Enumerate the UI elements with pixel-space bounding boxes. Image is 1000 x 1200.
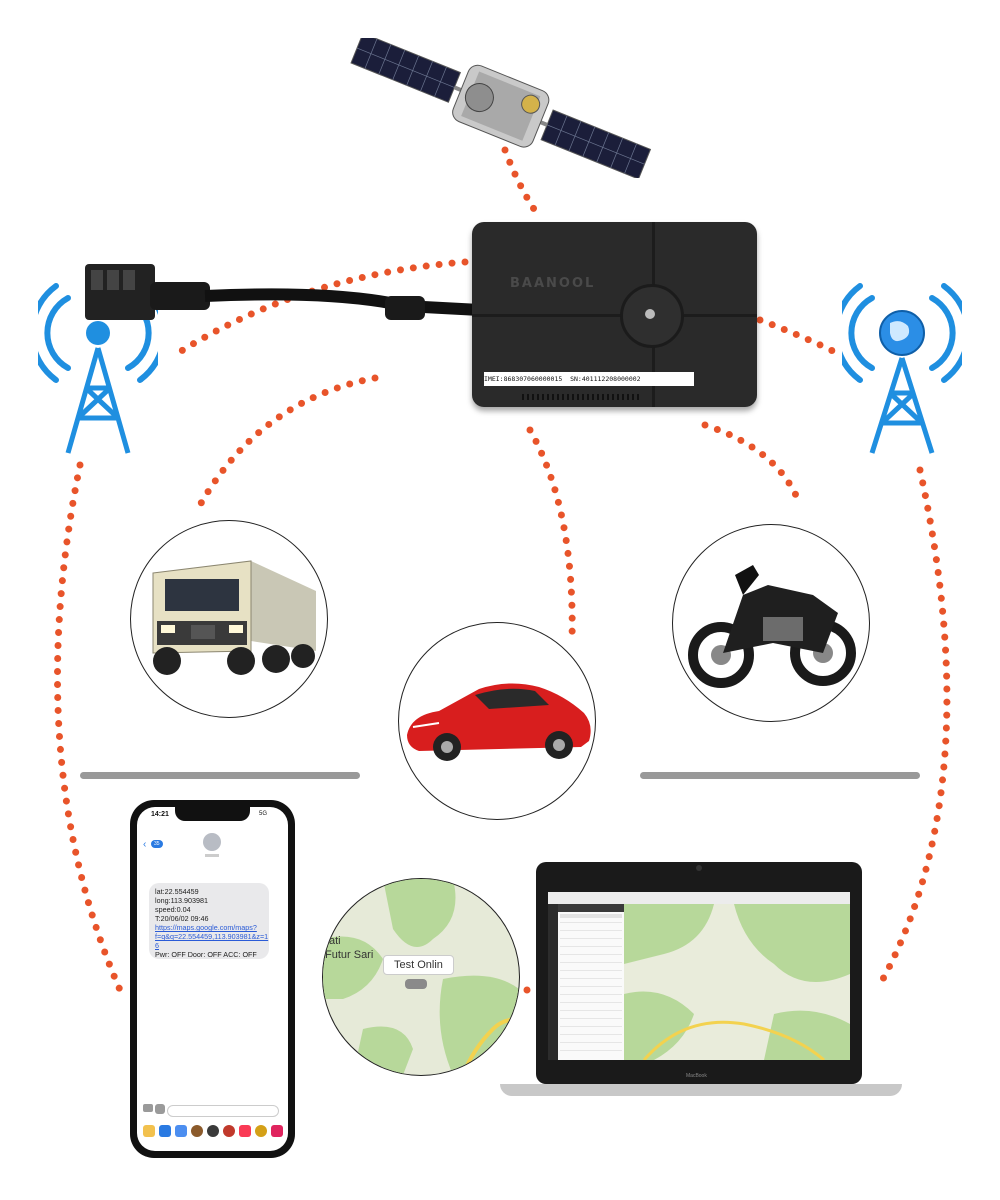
laptop-screen: [548, 892, 850, 1060]
dots-device-right-tower: [756, 316, 839, 356]
heart-app-icon[interactable]: [271, 1125, 283, 1137]
sms-status: Pwr: OFF Door: OFF ACC: OFF: [155, 950, 257, 959]
sticker-app-icon[interactable]: [255, 1125, 267, 1137]
browser-bar: [548, 892, 850, 904]
truck-icon: [152, 560, 316, 675]
car-icon: [407, 683, 591, 761]
sms-time: T:20/06/02 09:46: [155, 914, 209, 923]
device-led: [645, 309, 655, 319]
back-button[interactable]: ‹: [143, 839, 147, 850]
vehicle-marker-icon[interactable]: [405, 979, 427, 989]
cable: [85, 264, 481, 320]
music-app-icon[interactable]: [239, 1125, 251, 1137]
appstore-app-icon[interactable]: [159, 1125, 171, 1137]
vehicle-popup[interactable]: Test Onlin: [383, 955, 454, 975]
game-app-icon[interactable]: [223, 1125, 235, 1137]
car-circle: [398, 622, 596, 820]
map-view: [624, 904, 850, 1060]
phone: 14:21 5G ‹ 35 lat:22.554459 long:113.903…: [130, 800, 295, 1158]
dots-right-tower-laptop: [874, 466, 951, 992]
app-drawer: [141, 1125, 287, 1139]
device-list-rows: [560, 922, 622, 1052]
phone-network: 5G: [259, 811, 268, 817]
app-store-icon[interactable]: [155, 1104, 165, 1114]
panel-tabs: [560, 914, 622, 918]
camera-icon[interactable]: [143, 1104, 153, 1112]
dots-left-tower-phone: [54, 461, 124, 994]
gps-device: BAANOOL IMEI:868307060000015 SN:40111220…: [85, 222, 765, 412]
back-badge: 35: [151, 840, 163, 848]
memoji-app-icon[interactable]: [191, 1125, 203, 1137]
pay-app-icon[interactable]: [175, 1125, 187, 1137]
sms-lat: lat:22.554459: [155, 887, 199, 896]
device-vent: [522, 394, 642, 400]
device-divider-h: [472, 314, 757, 317]
motorcycle-circle: [672, 524, 870, 722]
contact-avatar: [203, 833, 221, 851]
dots-device-car: [526, 426, 576, 644]
device-list-panel: [558, 904, 625, 1060]
app-sidebar: [548, 904, 558, 1060]
truck-circle: [130, 520, 328, 718]
map-terrain: [323, 879, 519, 1075]
laptop: MacBook: [500, 862, 902, 1098]
map-label-futur: Futur Sari: [325, 949, 374, 961]
phone-screen: 14:21 5G ‹ 35 lat:22.554459 long:113.903…: [137, 807, 288, 1151]
phone-notch: [175, 807, 250, 821]
panel-header: [558, 904, 624, 912]
laptop-base: MacBook: [500, 1073, 902, 1096]
contact-name-placeholder: [205, 854, 219, 857]
memoji-2-app-icon[interactable]: [207, 1125, 219, 1137]
motorcycle-icon: [688, 565, 856, 688]
dots-device-moto: [701, 421, 804, 509]
laptop-lid: [536, 862, 862, 1084]
map-label-ati: ati: [329, 935, 341, 947]
divider-right: [640, 772, 920, 779]
phone-time: 14:21: [151, 811, 169, 818]
laptop-brand: MacBook: [686, 1073, 707, 1079]
device-brand: BAANOOL: [510, 276, 596, 291]
device-sticker: IMEI:868307060000015 SN:401112208000002: [484, 372, 694, 386]
globe-icon: [842, 283, 962, 454]
sms-bubble: lat:22.554459 long:113.903981 speed:0.04…: [149, 883, 269, 959]
dots-satellite-device: [501, 146, 544, 222]
sms-speed: speed:0.04: [155, 905, 191, 914]
laptop-camera: [696, 865, 702, 871]
message-input-bar[interactable]: [167, 1105, 279, 1117]
device-body: BAANOOL IMEI:868307060000015 SN:40111220…: [472, 222, 757, 407]
satellite-icon: [350, 38, 652, 178]
photos-app-icon[interactable]: [143, 1125, 155, 1137]
sms-map-link[interactable]: https://maps.google.com/maps? f=q&q=22.5…: [155, 923, 269, 950]
dots-device-truck: [196, 374, 379, 509]
divider-left: [80, 772, 360, 779]
sms-long: long:113.903981: [155, 896, 209, 905]
map-circle: ati Futur Sari Test Onlin: [322, 878, 520, 1076]
